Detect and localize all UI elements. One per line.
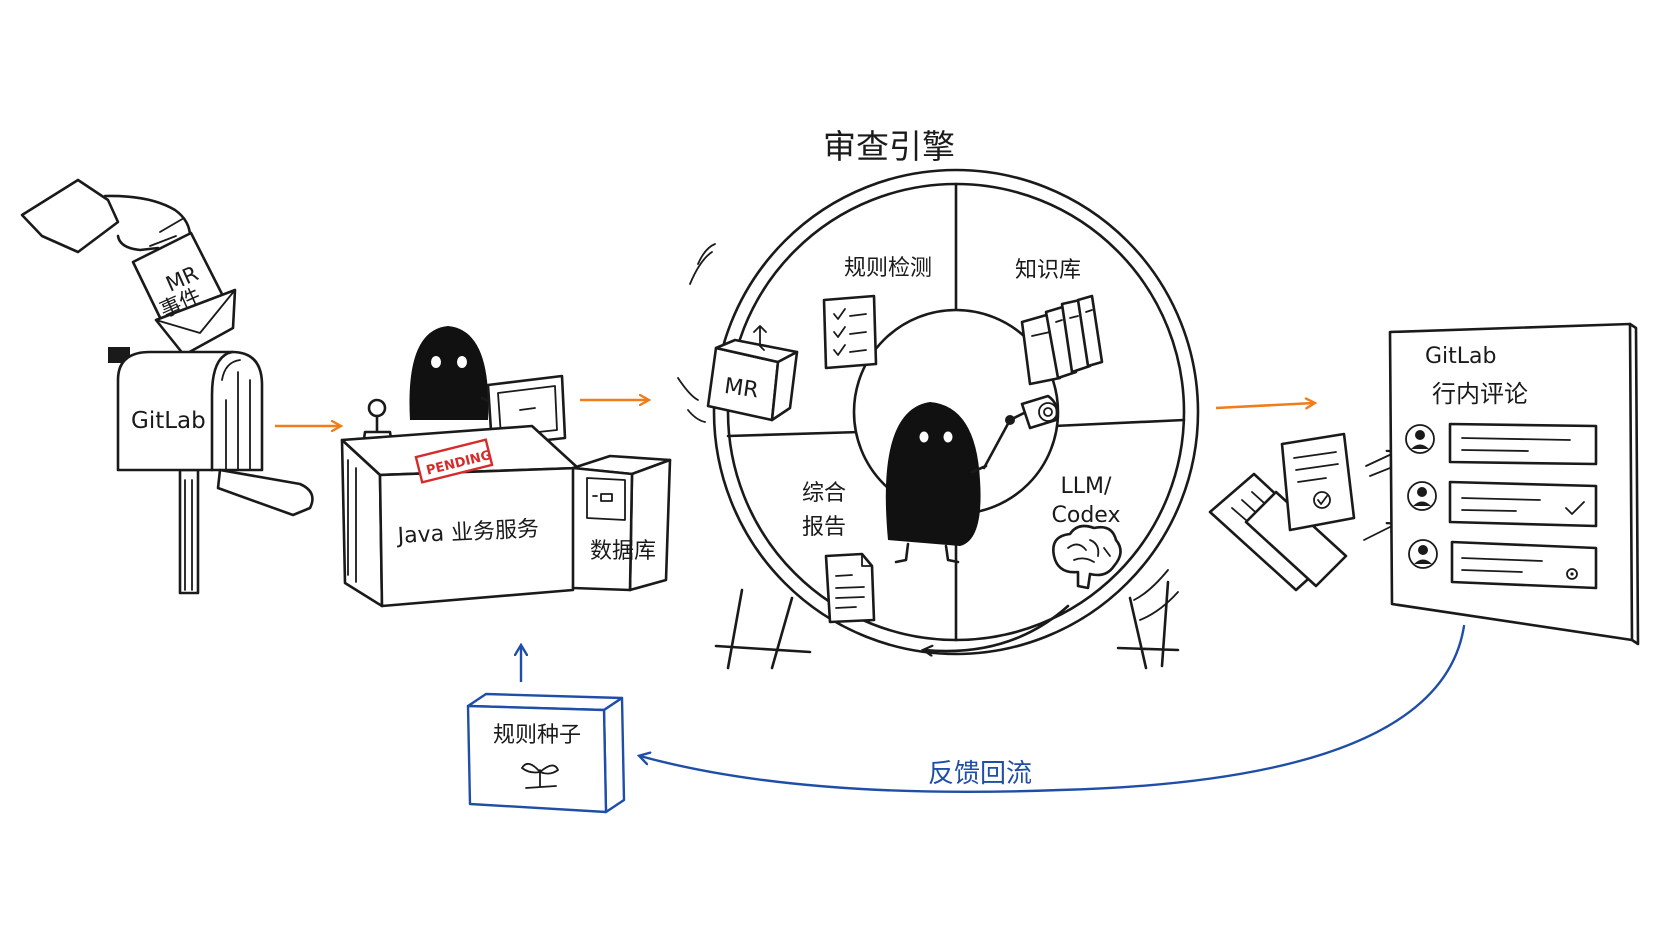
database-label: 数据库 (590, 539, 656, 564)
mr-cube-label: MR (723, 374, 760, 404)
arrow-engine-to-comments (1215, 403, 1314, 408)
comment-row (1407, 480, 1598, 528)
avatar-icon (1405, 424, 1435, 454)
mailbox-label: GitLab (131, 408, 206, 434)
avatar-icon (1407, 481, 1437, 511)
mailbox-icon: GitLab (108, 347, 314, 595)
books-icon (1020, 294, 1104, 386)
comment-row (1405, 422, 1598, 466)
pending-stamp: PENDING (414, 438, 494, 484)
brain-icon (1052, 524, 1122, 590)
mr-cube-icon: MR (677, 325, 799, 423)
avatar-icon (1408, 539, 1438, 569)
quadrant-report-line1: 综合 (802, 481, 846, 506)
engine-title: 审查引擎 (823, 127, 955, 166)
papers-icon (1208, 432, 1356, 592)
sprout-icon (521, 762, 559, 789)
quadrant-llm-line2: Codex (1052, 503, 1121, 528)
server-icon: 数据库 (571, 454, 672, 592)
quadrant-kb-label: 知识库 (1015, 258, 1081, 283)
document-icon (824, 552, 876, 624)
quadrant-rules-label: 规则检测 (844, 256, 932, 281)
engine-robot-icon (885, 402, 988, 564)
check-icon (1565, 501, 1585, 515)
board-title-line2: 行内评论 (1432, 380, 1528, 408)
feedback-arrow (640, 624, 1466, 794)
feedback-label: 反馈回流 (928, 759, 1032, 789)
rule-seed-box: 规则种子 (466, 692, 626, 814)
board-title-line1: GitLab (1425, 344, 1497, 369)
letter-icon: MR 事件 (131, 231, 237, 357)
comment-board: GitLab 行内评论 (1388, 322, 1640, 646)
seed-label: 规则种子 (493, 723, 581, 748)
quadrant-llm-line1: LLM/ (1061, 474, 1112, 499)
comment-row (1408, 539, 1598, 590)
crank-icon (982, 394, 1059, 470)
checklist-icon (822, 294, 878, 370)
quadrant-report-line2: 报告 (802, 515, 846, 540)
